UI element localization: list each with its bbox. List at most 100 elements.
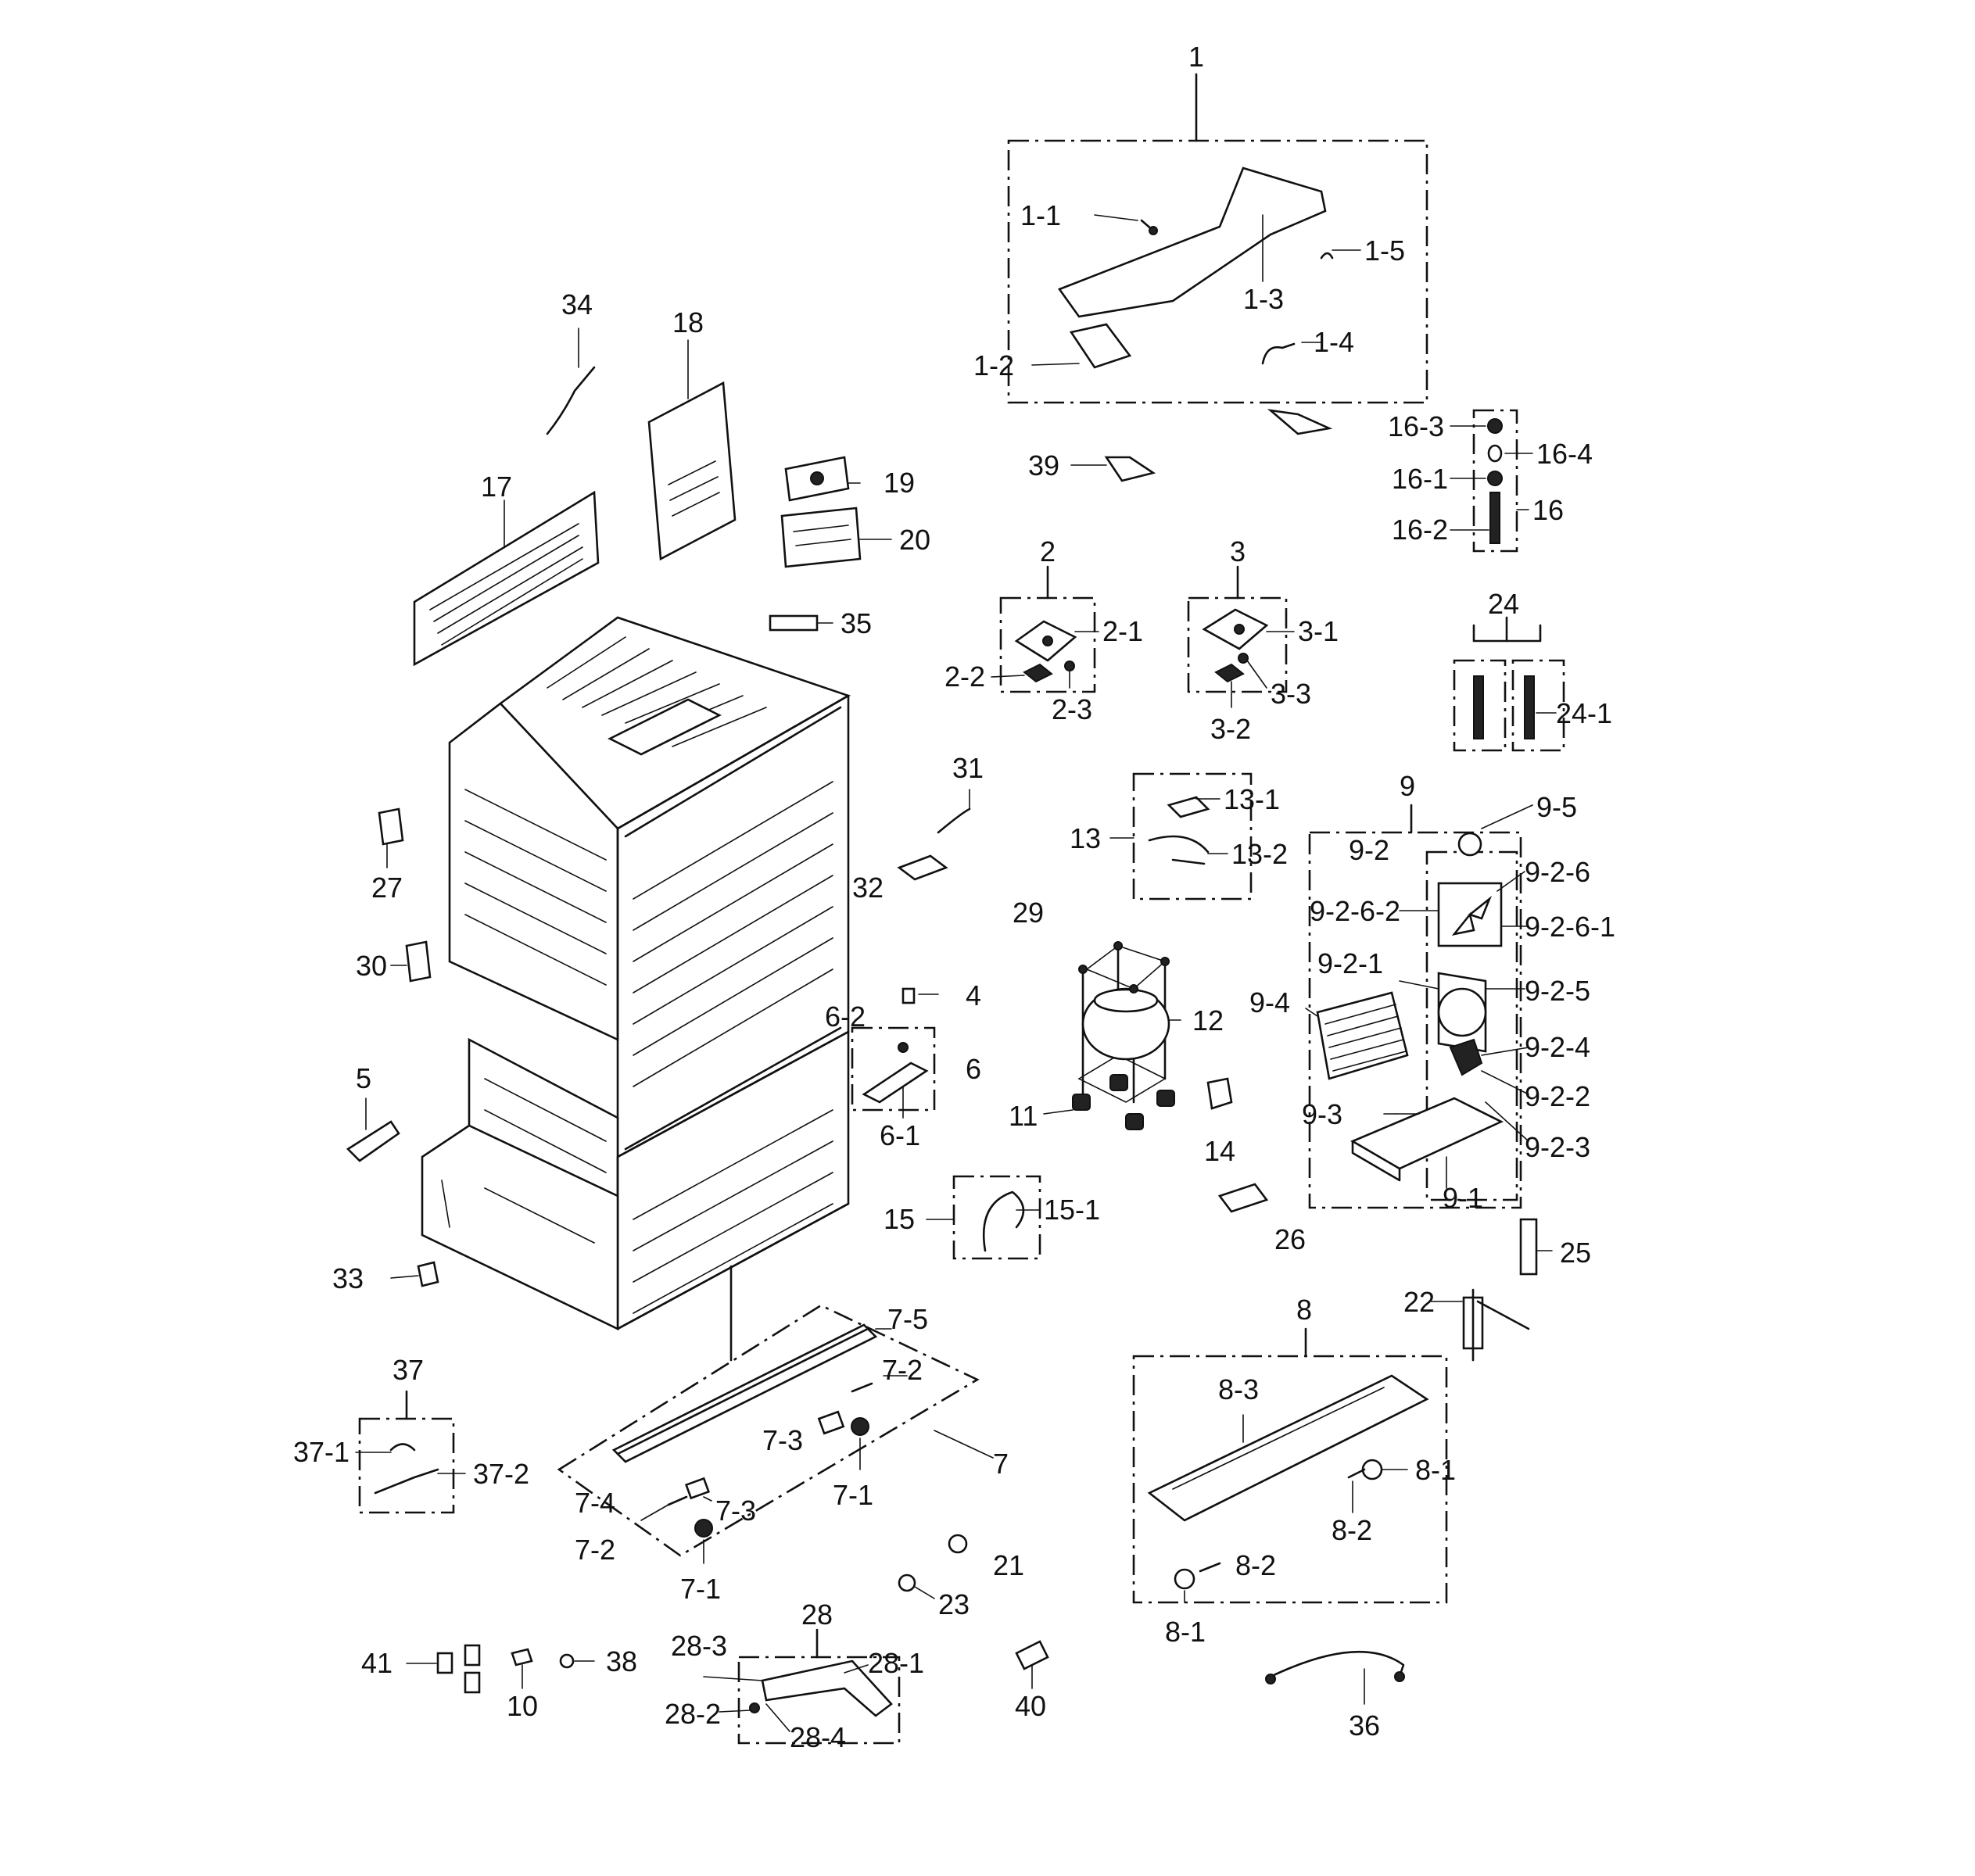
label-7-2b: 7-2 <box>575 1534 615 1566</box>
label-7-3b: 7-3 <box>715 1495 756 1527</box>
assembly-2 <box>991 565 1099 693</box>
label-9-2: 9-2 <box>1349 834 1389 866</box>
label-40: 40 <box>1015 1690 1046 1722</box>
label-16-1: 16-1 <box>1392 463 1448 495</box>
label-38: 38 <box>606 1645 637 1677</box>
label-41: 41 <box>361 1647 392 1679</box>
assembly-6 <box>851 1026 936 1119</box>
label-35: 35 <box>841 607 872 639</box>
label-3-1: 3-1 <box>1298 615 1339 647</box>
label-9-2-1: 9-2-1 <box>1317 947 1383 979</box>
label-2: 2 <box>1040 535 1056 567</box>
label-30: 30 <box>356 950 387 982</box>
label-16-3: 16-3 <box>1388 410 1444 442</box>
assembly-3 <box>1187 565 1295 708</box>
assembly-24 <box>1453 616 1565 752</box>
label-9-2-6: 9-2-6 <box>1525 856 1590 888</box>
assembly-7 <box>557 1265 994 1564</box>
clips-41 <box>406 1644 481 1694</box>
label-4: 4 <box>966 979 981 1011</box>
label-25: 25 <box>1560 1237 1591 1269</box>
part-23 <box>898 1573 916 1592</box>
label-8-1a: 8-1 <box>1415 1454 1456 1486</box>
pcb-20 <box>780 507 892 568</box>
label-1-3: 1-3 <box>1243 283 1284 315</box>
hinge-bracket-lower <box>1267 409 1333 435</box>
label-9-3: 9-3 <box>1302 1098 1342 1130</box>
label-9-2-4: 9-2-4 <box>1525 1031 1590 1063</box>
assembly-16 <box>1450 409 1533 553</box>
label-22: 22 <box>1403 1286 1435 1318</box>
label-3-3: 3-3 <box>1271 678 1311 710</box>
label-7-4: 7-4 <box>575 1487 615 1519</box>
assembly-37 <box>355 1390 466 1514</box>
part-21 <box>948 1534 968 1554</box>
label-29: 29 <box>1013 897 1044 929</box>
part-33 <box>417 1261 439 1287</box>
label-13-2: 13-2 <box>1231 838 1288 870</box>
label-12: 12 <box>1192 1004 1224 1036</box>
part-5 <box>346 1120 400 1162</box>
label-7: 7 <box>993 1448 1009 1480</box>
label-3-2: 3-2 <box>1210 713 1251 745</box>
label-13-1: 13-1 <box>1224 783 1280 815</box>
assembly-28 <box>703 1628 901 1745</box>
wire-36 <box>1265 1650 1405 1705</box>
wire-1-4 <box>1261 342 1296 365</box>
label-9-2-2: 9-2-2 <box>1525 1080 1590 1112</box>
cabinet-body <box>421 616 851 1331</box>
label-6-1: 6-1 <box>880 1119 920 1151</box>
back-cover-17 <box>413 490 600 667</box>
part-32 <box>897 854 948 881</box>
compressor-12 <box>1043 941 1181 1130</box>
label-1-4: 1-4 <box>1314 326 1354 358</box>
label-7-2a: 7-2 <box>882 1354 923 1386</box>
label-28-4: 28-4 <box>790 1721 846 1753</box>
label-1: 1 <box>1188 41 1204 73</box>
label-7-1b: 7-1 <box>680 1573 721 1605</box>
label-8-3: 8-3 <box>1218 1373 1259 1405</box>
label-8: 8 <box>1296 1294 1312 1326</box>
hinge-39 <box>1104 456 1156 482</box>
label-5: 5 <box>356 1062 371 1094</box>
label-9: 9 <box>1400 770 1415 802</box>
label-1-2: 1-2 <box>973 349 1014 381</box>
label-14: 14 <box>1204 1135 1235 1167</box>
label-3: 3 <box>1230 535 1246 567</box>
part-38 <box>559 1653 575 1669</box>
dryer-22 <box>1430 1288 1530 1362</box>
part-35 <box>769 614 819 632</box>
part-4 <box>901 987 916 1004</box>
label-20: 20 <box>899 524 930 556</box>
label-26: 26 <box>1274 1223 1306 1255</box>
label-28: 28 <box>801 1599 833 1631</box>
label-6-2: 6-2 <box>825 1001 866 1033</box>
label-39: 39 <box>1028 449 1059 482</box>
label-9-2-3: 9-2-3 <box>1525 1131 1590 1163</box>
label-2-3: 2-3 <box>1052 693 1092 725</box>
label-28-3: 28-3 <box>671 1630 727 1662</box>
assembly-15 <box>926 1175 1041 1260</box>
part-40 <box>1015 1640 1049 1670</box>
label-24: 24 <box>1488 588 1519 620</box>
assembly-13 <box>1109 772 1253 900</box>
label-16-2: 16-2 <box>1392 514 1448 546</box>
label-37-2: 37-2 <box>473 1458 529 1490</box>
label-11: 11 <box>1009 1100 1038 1132</box>
label-36: 36 <box>1349 1710 1380 1742</box>
label-9-2-5: 9-2-5 <box>1525 975 1590 1007</box>
part-30 <box>405 940 432 983</box>
label-8-1b: 8-1 <box>1165 1616 1206 1648</box>
label-34: 34 <box>561 288 593 320</box>
label-2-1: 2-1 <box>1102 615 1143 647</box>
label-15: 15 <box>884 1203 915 1235</box>
wire-34 <box>546 366 596 435</box>
label-15-1: 15-1 <box>1044 1194 1100 1226</box>
label-24-1: 24-1 <box>1556 697 1612 729</box>
label-9-4: 9-4 <box>1249 986 1290 1019</box>
part-10 <box>511 1648 533 1667</box>
label-1-1: 1-1 <box>1020 199 1061 231</box>
label-7-1a: 7-1 <box>833 1479 873 1511</box>
label-16-4: 16-4 <box>1536 438 1593 470</box>
label-2-2: 2-2 <box>944 661 985 693</box>
